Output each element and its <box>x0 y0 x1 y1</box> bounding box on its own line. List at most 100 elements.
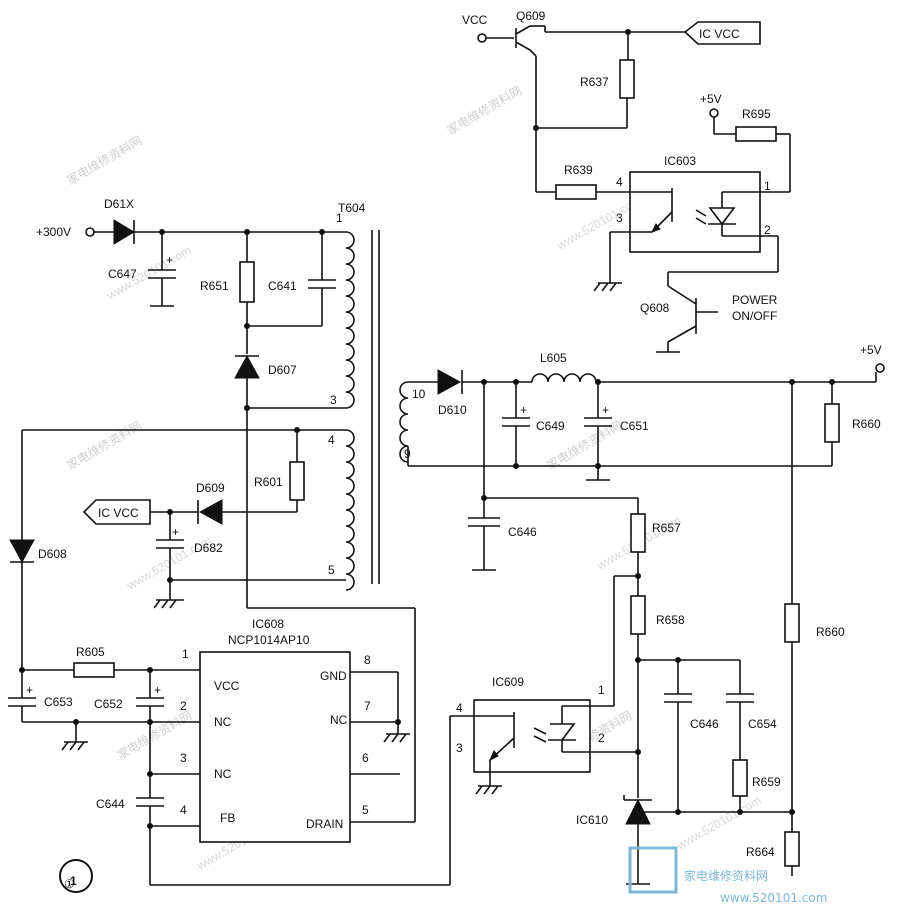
svg-text:+: + <box>26 683 33 697</box>
plus5v-b-label: +5V <box>860 343 882 357</box>
c653-label: C653 <box>44 695 73 709</box>
c654-label: C654 <box>748 717 777 731</box>
q608-label: Q608 <box>640 301 670 315</box>
ic603-pin4: 4 <box>616 175 623 189</box>
r601-label: R601 <box>254 475 283 489</box>
r659-resistor <box>732 759 748 797</box>
t604-label: T604 <box>338 201 366 215</box>
ic608-drain: DRAIN <box>306 817 343 831</box>
secondary-section: D610 L605 +5V + C649 + C651 <box>407 343 885 885</box>
ic608-pin5: 5 <box>362 803 369 817</box>
svg-text:+: + <box>602 403 609 417</box>
d610-label: D610 <box>438 403 467 417</box>
ic608-pin4: 4 <box>180 803 187 817</box>
r658-label: R658 <box>656 613 685 627</box>
t604-pin1: 1 <box>336 211 343 225</box>
ic608-pin2: 2 <box>180 699 187 713</box>
onoff-label: ON/OFF <box>732 309 777 323</box>
t604-pin10: 10 <box>412 387 426 401</box>
ic608-pin8: 8 <box>364 653 371 667</box>
r601-resistor <box>289 461 305 501</box>
c647-label: C647 <box>108 267 137 281</box>
t604-pin3: 3 <box>330 393 337 407</box>
r639-resistor <box>555 184 597 200</box>
r660-top-resistor <box>824 403 840 443</box>
ic603-optocoupler <box>629 171 761 253</box>
ic609-pin3: 3 <box>456 741 463 755</box>
ic603-pin3: 3 <box>616 211 623 225</box>
c652-label: C652 <box>94 697 123 711</box>
ic608-fb: FB <box>220 811 235 825</box>
d607-diode <box>234 354 260 379</box>
ic608-pin7: 7 <box>364 699 371 713</box>
d608-label: D608 <box>38 547 67 561</box>
watermark-text-3: 家电维修资料网 <box>64 418 144 473</box>
ic609-pin1: 1 <box>598 683 605 697</box>
vcc-label: VCC <box>462 13 488 27</box>
ic608-pin1: 1 <box>182 647 189 661</box>
site-logo: 家电维修资料网 www.520101.com <box>628 846 827 905</box>
ic608-part: NCP1014AP10 <box>228 633 310 647</box>
svg-text:+: + <box>166 253 173 267</box>
r657-label: R657 <box>652 521 681 535</box>
svg-text:+: + <box>154 683 161 697</box>
r658-resistor <box>630 595 646 635</box>
ic609-pin4: 4 <box>456 701 463 715</box>
d61x-label: D61X <box>104 197 134 211</box>
c646-top-label: C646 <box>508 525 537 539</box>
ic608-pin3: 3 <box>180 751 187 765</box>
ic608-pin6: 6 <box>362 751 369 765</box>
ic-vcc-out-tag <box>683 21 761 45</box>
r660-top-label: R660 <box>852 417 881 431</box>
c644-label: C644 <box>96 797 125 811</box>
r695-resistor <box>735 126 777 142</box>
ic609-optocoupler <box>473 699 591 773</box>
r695-label: R695 <box>742 107 771 121</box>
r637-label: R637 <box>580 75 609 89</box>
q608-transistor <box>656 285 718 353</box>
ic608-nc3: NC <box>214 767 232 781</box>
ic608-nc2: NC <box>214 715 232 729</box>
t604-pin4: 4 <box>328 433 335 447</box>
r657-resistor <box>630 513 646 553</box>
r605-resistor <box>73 662 115 678</box>
t604-pin5: 5 <box>328 563 335 577</box>
ic609-pin2: 2 <box>598 731 605 745</box>
c641-label: C641 <box>268 279 297 293</box>
ic603-label: IC603 <box>664 154 696 168</box>
t604-aux-winding <box>345 429 355 591</box>
logo-icon <box>628 846 678 894</box>
l605-inductor <box>531 373 597 383</box>
figure-number: ① 1 <box>59 859 93 893</box>
ic-vcc-in-label: IC VCC <box>98 506 139 520</box>
ic608-chip <box>199 651 351 843</box>
d607-label: D607 <box>268 363 297 377</box>
d608-diode <box>9 539 35 564</box>
r660-mid-label: R660 <box>816 625 845 639</box>
r664-resistor <box>784 831 800 867</box>
q609-label: Q609 <box>516 9 546 23</box>
plus300v-label: +300V <box>36 225 71 239</box>
d609-diode <box>198 499 223 525</box>
r659-label: R659 <box>752 775 781 789</box>
d61x-diode <box>113 219 135 245</box>
logo-text: 家电维修资料网 <box>684 868 768 883</box>
r651-label: R651 <box>200 279 229 293</box>
r651-resistor <box>239 261 255 303</box>
ic608-gnd: GND <box>320 669 347 683</box>
d610-diode <box>437 369 462 395</box>
r639-label: R639 <box>564 163 593 177</box>
plus5v-a-label: +5V <box>700 92 722 106</box>
ic610-label: IC610 <box>576 813 608 827</box>
ic603-pin1: 1 <box>764 179 771 193</box>
vcc-terminal <box>477 33 487 43</box>
c651-label: C651 <box>620 419 649 433</box>
r637-resistor <box>619 59 635 99</box>
watermark-text-2: 家电维修资料网 <box>444 83 524 138</box>
ic-vcc-in-tag <box>82 499 151 525</box>
ic608-vcc: VCC <box>214 679 240 693</box>
watermark-text-1: 家电维修资料网 <box>64 133 144 188</box>
ic608-label: IC608 <box>252 617 284 631</box>
c649-label: C649 <box>536 419 565 433</box>
